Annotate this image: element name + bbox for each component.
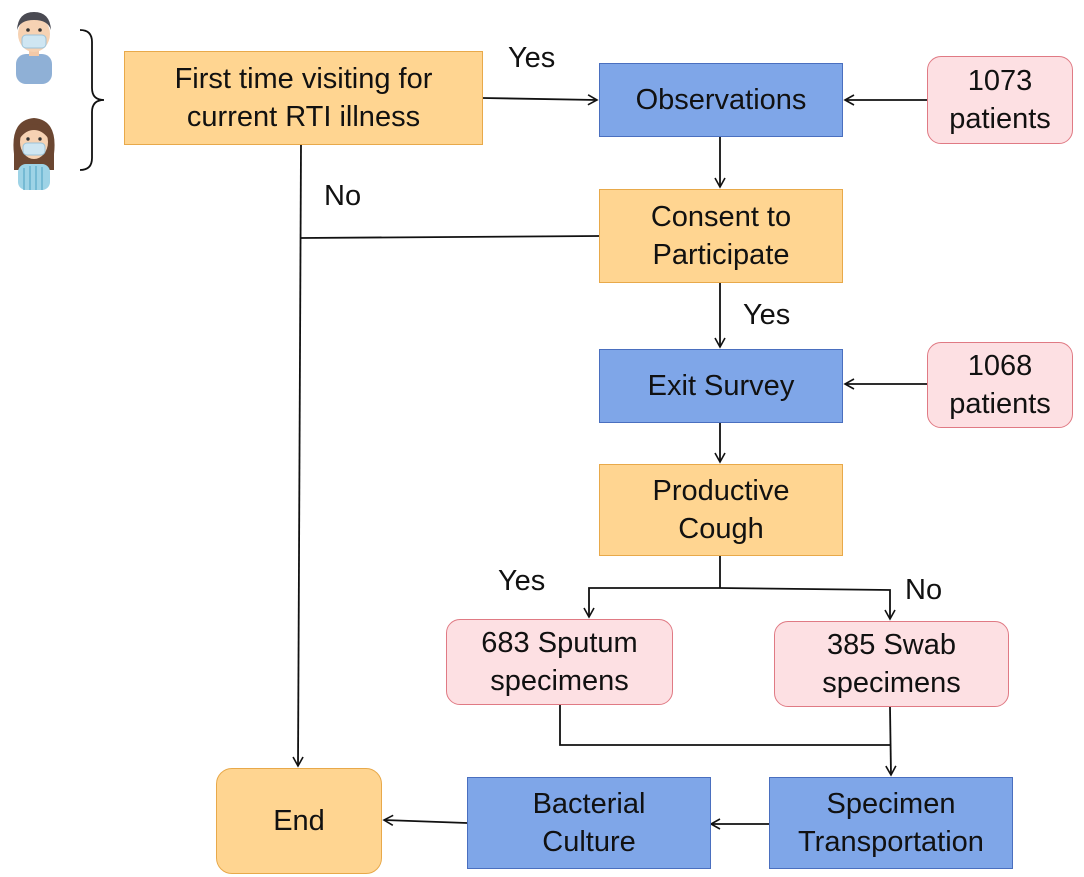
node-specimen-transport-line1: Specimen — [826, 788, 956, 820]
edge-first-to-observations — [482, 94, 599, 106]
node-swab-line2: specimens — [822, 667, 961, 699]
node-first-visit-line2: current RTI illness — [186, 101, 421, 133]
node-bacterial-culture: Bacterial Culture — [467, 777, 711, 869]
node-specimen-transportation: Specimen Transportation — [769, 777, 1013, 869]
node-consent: Consent to Participate — [599, 189, 843, 283]
node-specimen-transport-line2: Transportation — [798, 826, 984, 858]
node-sputum-line1: 683 Sputum — [481, 627, 638, 659]
edge-cough-to-sputum — [583, 587, 720, 619]
node-observations: Observations — [599, 63, 843, 137]
node-consent-line2: Participate — [652, 239, 790, 271]
node-patients-1073: 1073 patients — [927, 56, 1073, 144]
node-first-visit: First time visiting for current RTI illn… — [124, 51, 483, 145]
edge-cough-to-swab — [719, 587, 896, 621]
node-sputum-specimens: 683 Sputum specimens — [446, 619, 673, 705]
node-sputum-line2: specimens — [490, 665, 629, 697]
label-yes-consent: Yes — [743, 299, 791, 331]
node-swab-specimens: 385 Swab specimens — [774, 621, 1009, 707]
node-first-visit-line1: First time visiting for — [174, 63, 433, 95]
label-no-left: No — [324, 180, 362, 212]
node-observations-line1: Observations — [635, 84, 807, 116]
edge-consent-to-no-line — [300, 235, 600, 239]
node-end: End — [216, 768, 382, 874]
node-bacterial-culture-line1: Bacterial — [532, 788, 646, 820]
node-patients-1073-line1: 1073 — [967, 65, 1033, 97]
node-patients-1068: 1068 patients — [927, 342, 1073, 428]
node-exit-survey-line1: Exit Survey — [647, 370, 795, 402]
node-productive-cough-line1: Productive — [652, 475, 790, 507]
node-consent-line1: Consent to — [650, 201, 792, 233]
label-yes-top: Yes — [508, 42, 556, 74]
node-patients-1073-line2: patients — [949, 103, 1051, 135]
edge-first-to-end — [292, 144, 304, 768]
node-swab-line1: 385 Swab — [827, 629, 956, 661]
node-patients-1068-line2: patients — [949, 388, 1051, 420]
label-no-cough: No — [905, 574, 943, 606]
node-productive-cough-line2: Cough — [678, 513, 764, 545]
woman-with-mask-icon — [13, 118, 55, 190]
node-end-line1: End — [273, 805, 325, 837]
node-patients-1068-line1: 1068 — [967, 350, 1033, 382]
node-exit-survey: Exit Survey — [599, 349, 843, 423]
group-bracket — [79, 29, 105, 171]
edge-swab-to-transport — [885, 706, 897, 777]
node-bacterial-culture-line2: Culture — [542, 826, 636, 858]
man-with-mask-icon — [16, 12, 52, 84]
label-yes-cough: Yes — [498, 565, 546, 597]
node-productive-cough: Productive Cough — [599, 464, 843, 556]
edge-sputum-to-merge — [559, 705, 890, 746]
edge-culture-to-end — [382, 814, 468, 827]
